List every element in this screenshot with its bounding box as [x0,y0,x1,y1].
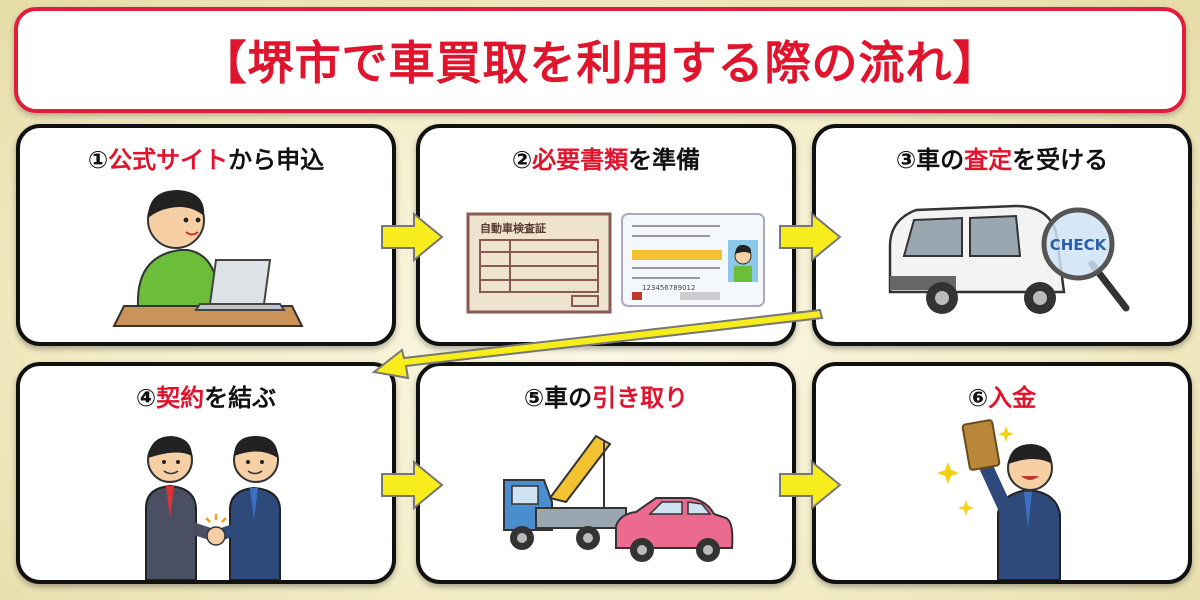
laptop-user-icon [112,190,304,327]
step-card-6: ⑥入金 [812,362,1192,584]
step-title-6: ⑥入金 [967,384,1037,412]
step-card-4: ④契約を結ぶ [16,362,396,584]
step-title-1: ①公式サイトから申込 [87,146,325,174]
step-card-5: ⑤車の引き取り [416,362,796,584]
step-title-3: ③車の査定を受ける [895,146,1109,174]
arrow-right-icon [381,460,444,510]
handshake-icon [145,436,281,580]
license-number: 123456789012 [642,284,695,292]
car-inspection-icon: CHECK [888,204,1130,314]
step-card-3: ③車の査定を受ける CHECK [812,124,1192,346]
arrow-right-icon [779,460,842,510]
step-title-2: ②必要書類を準備 [511,146,701,174]
arrow-right-icon [779,212,842,262]
drivers-license-icon: 123456789012 [621,213,765,307]
vehicle-document-icon: 自動車検査証 123456789012 [466,212,765,314]
tow-truck-icon [503,434,734,562]
check-label: CHECK [1050,236,1108,254]
doc-label: 自動車検査証 [480,221,546,235]
money-envelope-icon [937,419,1061,580]
arrow-right-icon [381,212,444,262]
step-card-2: ②必要書類を準備 自動車検査証 123456789 [416,124,796,346]
page-title: 【堺市で車買取を利用する際の流れ】 [200,36,1000,90]
step-title-4: ④契約を結ぶ [135,384,277,412]
title-banner: 【堺市で車買取を利用する際の流れ】 [14,7,1186,113]
step-title-5: ⑤車の引き取り [523,384,689,412]
step-card-1: ①公式サイトから申込 [16,124,396,346]
